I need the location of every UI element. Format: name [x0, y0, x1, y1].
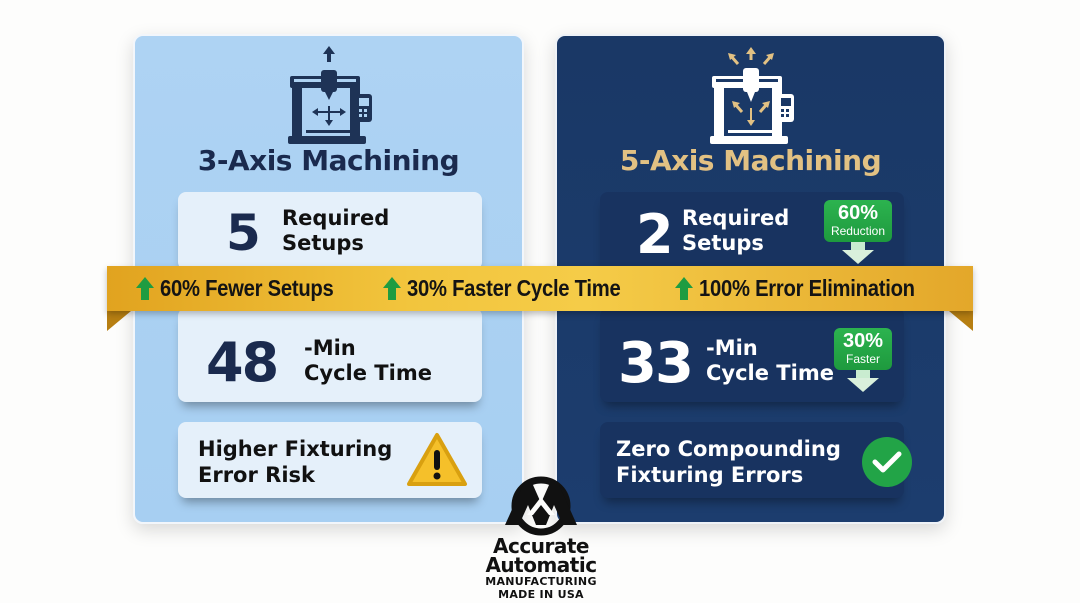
cnc-machine-3-axis-icon	[287, 46, 372, 144]
setups-label: Required Setups	[282, 206, 389, 256]
cycle-time-value: 48	[206, 331, 279, 394]
cycle-time-value: 33	[618, 331, 694, 396]
ribbon-item-setups: 60% Fewer Setups	[135, 275, 357, 302]
error-risk-line2: Error Risk	[198, 463, 315, 487]
error-free-line2: Fixturing Errors	[616, 463, 804, 487]
ribbon-fold-right	[949, 311, 973, 331]
error-risk-line1: Higher Fixturing	[198, 437, 393, 461]
setups-card: 2 Required Setups 60% Reduction	[600, 192, 904, 270]
company-logo: Accurate Automatic MANUFACTURING MADE IN…	[466, 475, 616, 601]
setups-label-line2: Setups	[682, 231, 764, 255]
cycle-time-card: 48 -Min Cycle Time	[178, 308, 482, 402]
setups-value: 2	[636, 203, 674, 266]
cycle-time-card: 33 -Min Cycle Time 30% Faster	[600, 308, 904, 402]
error-free-card: Zero Compounding Fixturing Errors	[600, 422, 912, 498]
up-arrow-icon	[135, 276, 154, 301]
cnc-machine-5-axis-icon	[709, 47, 794, 144]
down-arrow-stem	[856, 370, 870, 379]
logo-line-automatic: Automatic	[485, 553, 597, 577]
aam-logo-mark-icon	[505, 476, 577, 536]
up-arrow-icon	[382, 276, 401, 301]
setups-card: 5 Required Setups	[178, 192, 482, 270]
ribbon-fold-left	[107, 311, 131, 331]
error-risk-text: Higher Fixturing Error Risk	[198, 436, 392, 488]
badge-percent: 30%	[842, 330, 884, 352]
up-arrow-icon	[675, 276, 694, 301]
check-icon	[862, 437, 912, 487]
logo-line-manufacturing: MANUFACTURING	[485, 575, 597, 588]
cycle-label-line2: Cycle Time	[706, 361, 834, 385]
badge-percent: 60%	[837, 202, 879, 224]
benefits-ribbon: 60% Fewer Setups 30% Faster Cycle Time 1…	[107, 266, 973, 311]
cycle-label-line1: -Min	[706, 336, 758, 360]
setups-label-line1: Required	[282, 206, 390, 230]
cycle-faster-badge: 30% Faster	[834, 328, 892, 392]
ribbon-item-errors: 100% Error Elimination	[675, 275, 944, 302]
setups-reduction-badge: 60% Reduction	[824, 200, 892, 264]
panel-title: 3-Axis Machining	[197, 144, 460, 177]
cycle-time-label: -Min Cycle Time	[706, 336, 834, 386]
ribbon-label: 30% Faster Cycle Time	[406, 275, 621, 301]
panel-title: 5-Axis Machining	[619, 144, 882, 177]
error-free-text: Zero Compounding Fixturing Errors	[616, 436, 841, 488]
badge-subtitle: Faster	[845, 352, 880, 366]
ribbon-label: 100% Error Elimination	[699, 275, 916, 301]
down-arrow-stem	[851, 242, 865, 251]
error-free-line1: Zero Compounding	[616, 437, 841, 461]
setups-label-line2: Setups	[282, 231, 364, 255]
cycle-label-line1: -Min	[304, 336, 356, 360]
cycle-time-label: -Min Cycle Time	[304, 336, 432, 386]
setups-label-line1: Required	[682, 206, 790, 230]
logo-line-accurate: Accurate	[493, 534, 589, 558]
error-risk-card: Higher Fixturing Error Risk	[178, 422, 482, 498]
down-arrow-icon	[842, 250, 874, 264]
badge-subtitle: Reduction	[830, 224, 886, 238]
cycle-label-line2: Cycle Time	[304, 361, 432, 385]
ribbon-item-cycle-time: 30% Faster Cycle Time	[382, 275, 650, 302]
logo-line-made-in-usa: MADE IN USA	[498, 588, 584, 601]
warning-icon	[407, 433, 467, 486]
setups-label: Required Setups	[682, 206, 789, 256]
ribbon-label: 60% Fewer Setups	[159, 275, 334, 301]
setups-value: 5	[226, 204, 261, 262]
down-arrow-icon	[847, 378, 879, 392]
